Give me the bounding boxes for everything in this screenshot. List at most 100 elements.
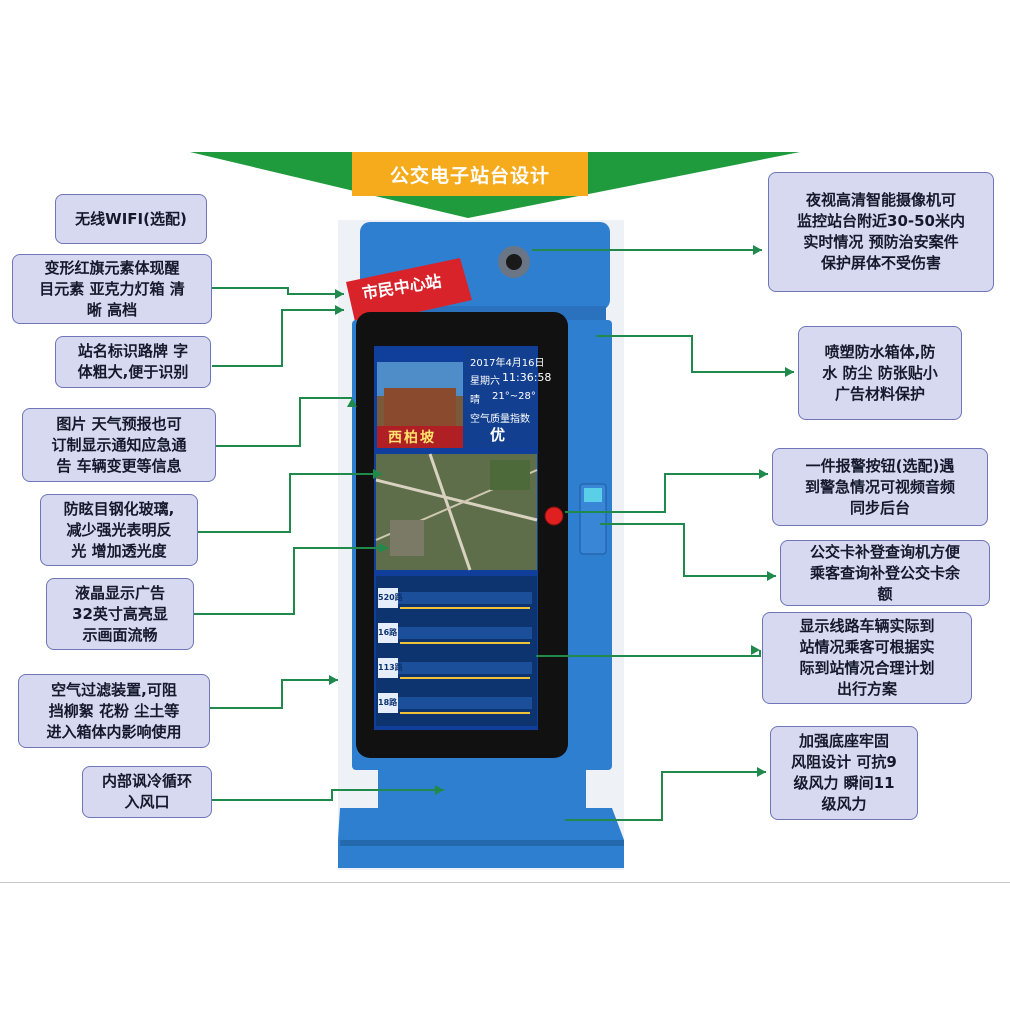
alarm-button bbox=[544, 506, 564, 526]
callout-text: 图片 天气预报也可订制显示通知应急通告 车辆变更等信息 bbox=[51, 414, 186, 477]
callout-line: 减少强光表明反 bbox=[66, 520, 172, 539]
callout-line: 无线WIFI(选配) bbox=[75, 209, 187, 228]
callout-line: 公交卡补登查询机方便 bbox=[809, 542, 960, 561]
route-badge bbox=[378, 623, 398, 643]
callout-left-7: 空气过滤装置,可阻挡柳絮 花粉 尘土等进入箱体内影响使用 bbox=[18, 674, 210, 748]
callout-line: 32英寸高亮显 bbox=[72, 604, 168, 623]
callout-text: 防眩目钢化玻璃, 减少强光表明反光 增加透光度 bbox=[64, 499, 175, 562]
page-baseline bbox=[0, 882, 1010, 883]
callout-right-6: 加强底座牢固风阻设计 可抗9 级风力 瞬间11 级风力 bbox=[770, 726, 918, 820]
screen-photo-caption: 西柏坡 bbox=[388, 430, 436, 446]
callout-line: 目元素 亚克力灯箱 清 bbox=[39, 279, 185, 298]
connector-arrow-2 bbox=[335, 305, 344, 315]
callout-text: 站名标识路牌 字体粗大,便于识别 bbox=[78, 341, 189, 383]
callout-right-5: 显示线路车辆实际到站情况乘客可根据实际到站情况合理计划出行方案 bbox=[762, 612, 972, 704]
callout-line: 体粗大,便于识别 bbox=[77, 363, 189, 381]
callout-line: 晰 高档 bbox=[86, 300, 138, 319]
card-reader-screen bbox=[584, 488, 602, 502]
connector-arrow-4 bbox=[373, 469, 382, 479]
callout-line: 站名标识路牌 字 bbox=[77, 342, 189, 360]
route-rows bbox=[378, 588, 532, 714]
route-number: 520路 bbox=[378, 593, 403, 602]
callout-text: 夜视高清智能摄像机可监控站台附近30-50米内实时情况 预防治安案件保护屏体不受… bbox=[797, 190, 965, 274]
connector-line-1 bbox=[212, 287, 344, 295]
callout-text: 喷塑防水箱体,防水 防尘 防张贴小广告材料保护 bbox=[822, 342, 937, 405]
connector-arrow-9 bbox=[785, 367, 794, 377]
connector-arrow-1 bbox=[335, 289, 344, 299]
callout-left-6: 液晶显示广告 32英寸高亮显示画面流畅 bbox=[46, 578, 194, 650]
connector-arrow-5 bbox=[379, 543, 388, 553]
callout-line: 防眩目钢化玻璃, bbox=[63, 499, 175, 518]
connector-line-11 bbox=[600, 523, 776, 577]
callout-line: 光 增加透光度 bbox=[71, 541, 167, 560]
callout-line: 空气过滤装置,可阻 bbox=[51, 680, 177, 699]
screen-photo-caption-bar bbox=[377, 426, 463, 448]
callout-text: 液晶显示广告 32英寸高亮显示画面流畅 bbox=[72, 583, 168, 646]
callout-line: 喷塑防水箱体,防 bbox=[824, 342, 936, 361]
callout-line: 级风力 bbox=[821, 795, 867, 813]
callout-line: 液晶显示广告 bbox=[74, 583, 165, 602]
connector-line-12 bbox=[536, 650, 761, 657]
callout-line: 风阻设计 可抗9 bbox=[791, 753, 897, 771]
callout-line: 告 车辆变更等信息 bbox=[56, 456, 182, 475]
callout-right-3: 一件报警按钮(选配)遇到警急情况可视频音频同步后台 bbox=[772, 448, 988, 526]
callout-line: 乘客查询补登公交卡余 bbox=[809, 563, 960, 582]
callout-text: 变形红旗元素体现醒目元素 亚克力灯箱 清晰 高档 bbox=[39, 258, 184, 321]
callout-line: 保护屏体不受伤害 bbox=[820, 254, 941, 272]
connectors bbox=[194, 245, 794, 821]
callout-right-1: 夜视高清智能摄像机可监控站台附近30-50米内实时情况 预防治安案件保护屏体不受… bbox=[768, 172, 994, 292]
screen-time: 11:36:58 bbox=[502, 371, 552, 384]
callout-line: 实时情况 预防治安案件 bbox=[803, 233, 959, 251]
connector-arrow-6 bbox=[329, 675, 338, 685]
callout-line: 入风口 bbox=[124, 793, 170, 811]
connector-line-7 bbox=[212, 789, 444, 801]
screen-photo-building bbox=[384, 388, 456, 428]
callout-left-1: 无线WIFI(选配) bbox=[55, 194, 207, 244]
route-number: 16路 bbox=[378, 628, 398, 637]
callout-line: 图片 天气预报也可 bbox=[56, 414, 182, 433]
connector-line-2 bbox=[212, 309, 344, 367]
callout-line: 广告材料保护 bbox=[834, 384, 925, 403]
callout-line: 级风力 瞬间11 bbox=[793, 774, 895, 792]
connector-line-3 bbox=[216, 397, 352, 447]
callout-line: 订制显示通知应急通 bbox=[51, 435, 187, 454]
callout-line: 际到站情况合理计划 bbox=[799, 659, 935, 677]
route-number: 18路 bbox=[378, 698, 398, 707]
screen-weather-panel bbox=[464, 348, 536, 448]
screen-date: 2017年4月16日 bbox=[470, 358, 545, 369]
callout-left-4: 图片 天气预报也可订制显示通知应急通告 车辆变更等信息 bbox=[22, 408, 216, 482]
map-patch-1 bbox=[490, 460, 530, 490]
screen-weather: 晴 bbox=[470, 395, 480, 406]
kiosk-base bbox=[338, 808, 624, 868]
callout-line: 挡柳絮 花粉 尘土等 bbox=[48, 701, 180, 720]
callout-line: 额 bbox=[877, 584, 893, 603]
callout-left-2: 变形红旗元素体现醒目元素 亚克力灯箱 清晰 高档 bbox=[12, 254, 212, 324]
connector-arrow-3 bbox=[347, 398, 357, 407]
map-patch-2 bbox=[390, 520, 424, 556]
callout-line: 加强底座牢固 bbox=[798, 732, 889, 750]
callout-line: 同步后台 bbox=[849, 498, 910, 517]
callout-line: 站情况乘客可根据实 bbox=[799, 638, 935, 656]
kiosk-base-shadow bbox=[340, 840, 624, 846]
callout-text: 空气过滤装置,可阻挡柳絮 花粉 尘土等进入箱体内影响使用 bbox=[46, 680, 181, 743]
route-row-bar bbox=[398, 662, 532, 674]
callout-line: 水 防尘 防张贴小 bbox=[822, 363, 938, 382]
callout-left-8: 内部讽冷循环入风口 bbox=[82, 766, 212, 818]
callout-line: 出行方案 bbox=[836, 680, 897, 698]
screen-air-quality-value: 优 bbox=[490, 426, 506, 444]
callout-text: 加强底座牢固风阻设计 可抗9 级风力 瞬间11 级风力 bbox=[791, 731, 897, 815]
callout-line: 变形红旗元素体现醒 bbox=[44, 258, 180, 277]
connector-arrow-7 bbox=[435, 785, 444, 795]
route-row-bar bbox=[398, 592, 532, 604]
callout-line: 监控站台附近30-50米内 bbox=[797, 212, 965, 230]
route-badge bbox=[378, 693, 398, 713]
connector-arrow-13 bbox=[757, 767, 766, 777]
route-row-bar bbox=[398, 697, 532, 709]
callout-line: 示画面流畅 bbox=[82, 625, 158, 644]
callout-line: 夜视高清智能摄像机可 bbox=[805, 191, 956, 209]
callout-right-4: 公交卡补登查询机方便乘客查询补登公交卡余额 bbox=[780, 540, 990, 606]
callout-left-3: 站名标识路牌 字体粗大,便于识别 bbox=[55, 336, 211, 388]
camera-lens bbox=[506, 254, 522, 270]
